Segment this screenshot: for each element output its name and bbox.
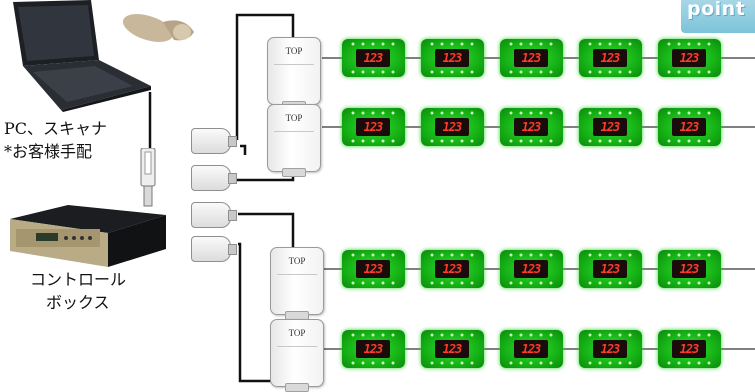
unit-top-label: TOP <box>285 46 303 56</box>
controller-unit: TOP <box>267 104 321 177</box>
display-digits: 123 <box>514 260 548 278</box>
controller-unit: TOP <box>270 319 324 392</box>
pc-scanner-label: PC、スキャナ <box>4 119 108 138</box>
display-module: 123 <box>500 108 563 146</box>
display-digits: 123 <box>672 118 706 136</box>
laptop-icon <box>13 0 151 112</box>
display-digits: 123 <box>435 49 469 67</box>
customer-arranged-label: *お客様手配 <box>4 142 93 161</box>
unit-top-label: TOP <box>285 113 303 123</box>
display-module: 123 <box>579 330 642 368</box>
display-digits: 123 <box>672 49 706 67</box>
display-digits: 123 <box>356 49 390 67</box>
display-module: 123 <box>658 250 721 288</box>
controller-unit: TOP <box>270 247 324 320</box>
point-badge: point <box>681 0 755 33</box>
unit-top-label: TOP <box>288 328 306 338</box>
display-digits: 123 <box>593 118 627 136</box>
display-digits: 123 <box>435 260 469 278</box>
display-digits: 123 <box>356 260 390 278</box>
display-module: 123 <box>342 39 405 77</box>
display-digits: 123 <box>514 118 548 136</box>
display-module: 123 <box>658 39 721 77</box>
display-digits: 123 <box>672 260 706 278</box>
connector <box>191 202 237 228</box>
display-digits: 123 <box>514 49 548 67</box>
display-module: 123 <box>658 108 721 146</box>
control-box-icon <box>10 205 166 267</box>
display-module: 123 <box>342 250 405 288</box>
display-module: 123 <box>421 108 484 146</box>
control-box-label: コントロール <box>30 270 127 289</box>
display-module: 123 <box>421 39 484 77</box>
display-module: 123 <box>342 330 405 368</box>
controller-unit: TOP <box>267 37 321 110</box>
display-module: 123 <box>579 39 642 77</box>
connector <box>191 165 237 191</box>
display-module: 123 <box>500 39 563 77</box>
unit-top-label: TOP <box>288 256 306 266</box>
display-digits: 123 <box>435 118 469 136</box>
display-module: 123 <box>421 250 484 288</box>
display-module: 123 <box>658 330 721 368</box>
display-digits: 123 <box>593 260 627 278</box>
display-module: 123 <box>500 330 563 368</box>
usb-plug-icon <box>140 148 156 207</box>
display-digits: 123 <box>514 340 548 358</box>
display-digits: 123 <box>593 340 627 358</box>
control-box-label-line2: ボックス <box>46 293 110 312</box>
display-module: 123 <box>342 108 405 146</box>
point-badge-text: point <box>687 0 746 20</box>
display-module: 123 <box>500 250 563 288</box>
display-digits: 123 <box>356 118 390 136</box>
display-module: 123 <box>579 108 642 146</box>
connector <box>191 236 237 262</box>
connector <box>191 128 237 154</box>
display-digits: 123 <box>672 340 706 358</box>
display-digits: 123 <box>593 49 627 67</box>
display-digits: 123 <box>435 340 469 358</box>
display-module: 123 <box>421 330 484 368</box>
display-digits: 123 <box>356 340 390 358</box>
barcode-scanner-icon <box>122 14 194 42</box>
display-module: 123 <box>579 250 642 288</box>
